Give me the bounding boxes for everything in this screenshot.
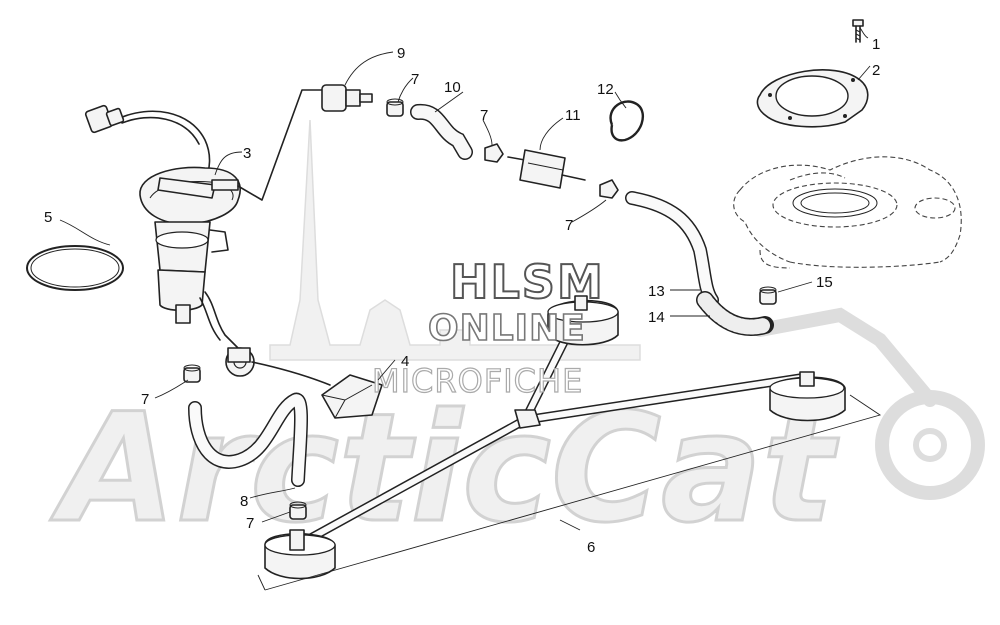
callout-15: 15 xyxy=(816,274,833,291)
part-9-connector xyxy=(321,84,373,112)
leader-lines xyxy=(59,27,871,531)
part-7-clamp-upper-right xyxy=(599,179,619,199)
callout-7-d: 7 xyxy=(141,391,149,408)
part-7-clamp-lower-left xyxy=(183,364,201,383)
part-4-float xyxy=(321,374,383,419)
callout-labels: 1 2 3 4 5 6 7 7 7 7 7 8 9 10 11 12 13 14… xyxy=(44,36,880,556)
fuel-tank-outline xyxy=(733,156,962,269)
part-3-fuel-pump xyxy=(84,104,331,386)
watermark-text: HLSM ONLINE MICROFICHE xyxy=(371,254,605,401)
callout-13: 13 xyxy=(648,283,665,300)
part-5-gasket xyxy=(26,245,124,291)
part-10-hose xyxy=(410,104,473,160)
part-15-cap xyxy=(759,286,777,305)
callout-7-c: 7 xyxy=(565,217,573,234)
callout-6: 6 xyxy=(587,539,595,556)
callout-8: 8 xyxy=(240,493,248,510)
callout-5: 5 xyxy=(44,209,52,226)
pump-outlet-line xyxy=(237,89,323,201)
watermark-motorcycle xyxy=(753,307,985,500)
part-7-clamp-upper-mid xyxy=(484,143,504,163)
part-1-screw xyxy=(852,19,864,43)
part-13-hose xyxy=(625,191,719,307)
watermark-line-1: HLSM xyxy=(450,255,605,309)
part-7-clamp-upper-left xyxy=(386,98,404,117)
part-6-pickup-assembly xyxy=(257,295,882,591)
callout-7-e: 7 xyxy=(246,515,254,532)
part-14-sleeve xyxy=(696,291,774,336)
watermark-line-3: MICROFICHE xyxy=(372,362,583,400)
callout-3: 3 xyxy=(243,145,251,162)
callout-7-a: 7 xyxy=(411,71,419,88)
part-7-clamp-lower xyxy=(289,501,307,520)
watermark-line-2: ONLINE xyxy=(428,308,586,349)
part-8-hose xyxy=(188,392,308,487)
callout-4: 4 xyxy=(401,353,409,370)
callout-2: 2 xyxy=(872,62,880,79)
watermark-background: ArcticCat xyxy=(49,119,985,558)
part-12-clamp-ring xyxy=(609,99,644,142)
callout-10: 10 xyxy=(444,79,461,96)
callout-11: 11 xyxy=(565,107,581,124)
callout-12: 12 xyxy=(597,81,614,98)
callout-7-b: 7 xyxy=(480,107,488,124)
callout-9: 9 xyxy=(397,45,405,62)
part-11-fuel-filter xyxy=(507,149,586,189)
watermark-brand: ArcticCat xyxy=(50,382,839,556)
part-2-mounting-plate xyxy=(756,69,869,128)
callout-1: 1 xyxy=(872,36,880,53)
callout-14: 14 xyxy=(648,309,665,326)
